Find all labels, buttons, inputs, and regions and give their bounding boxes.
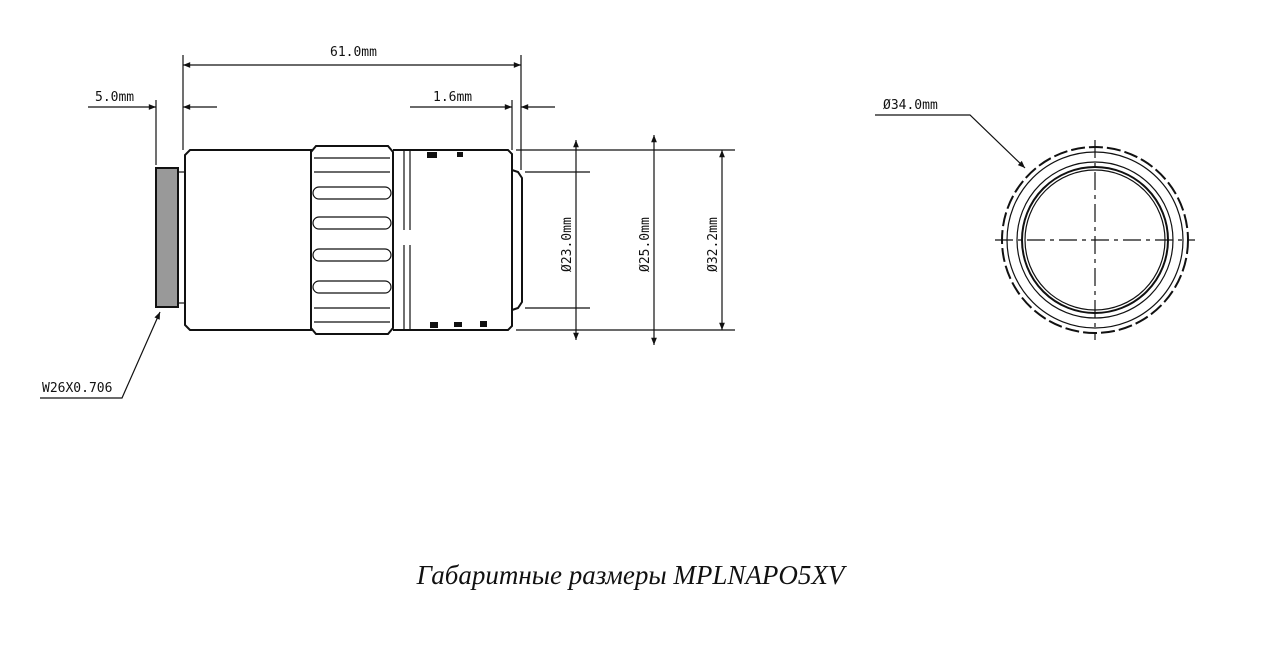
body-front (393, 149, 513, 331)
overall-length-label: 61.0mm (330, 45, 377, 60)
front-lens-step (511, 169, 523, 311)
thread (155, 167, 179, 308)
diameter-23-label: Ø23.0mm (560, 217, 575, 272)
knurl-ridges (312, 157, 392, 323)
thread-spec-label: W26X0.706 (42, 381, 112, 396)
thread-length-label: 5.0mm (95, 90, 134, 105)
body-rear (184, 149, 312, 331)
figure-caption: Габаритные размеры MPLNAPO5XV (416, 560, 845, 590)
diameter-32-label: Ø32.2mm (706, 217, 721, 272)
knurled-ring (310, 145, 394, 335)
diameter-34-label: Ø34.0mm (883, 98, 938, 113)
objective-front-view (995, 140, 1195, 340)
front-step-label: 1.6mm (433, 90, 472, 105)
dimension-lines (40, 55, 1026, 399)
objective-side-view (155, 145, 523, 335)
diameter-25-label: Ø25.0mm (638, 217, 653, 272)
